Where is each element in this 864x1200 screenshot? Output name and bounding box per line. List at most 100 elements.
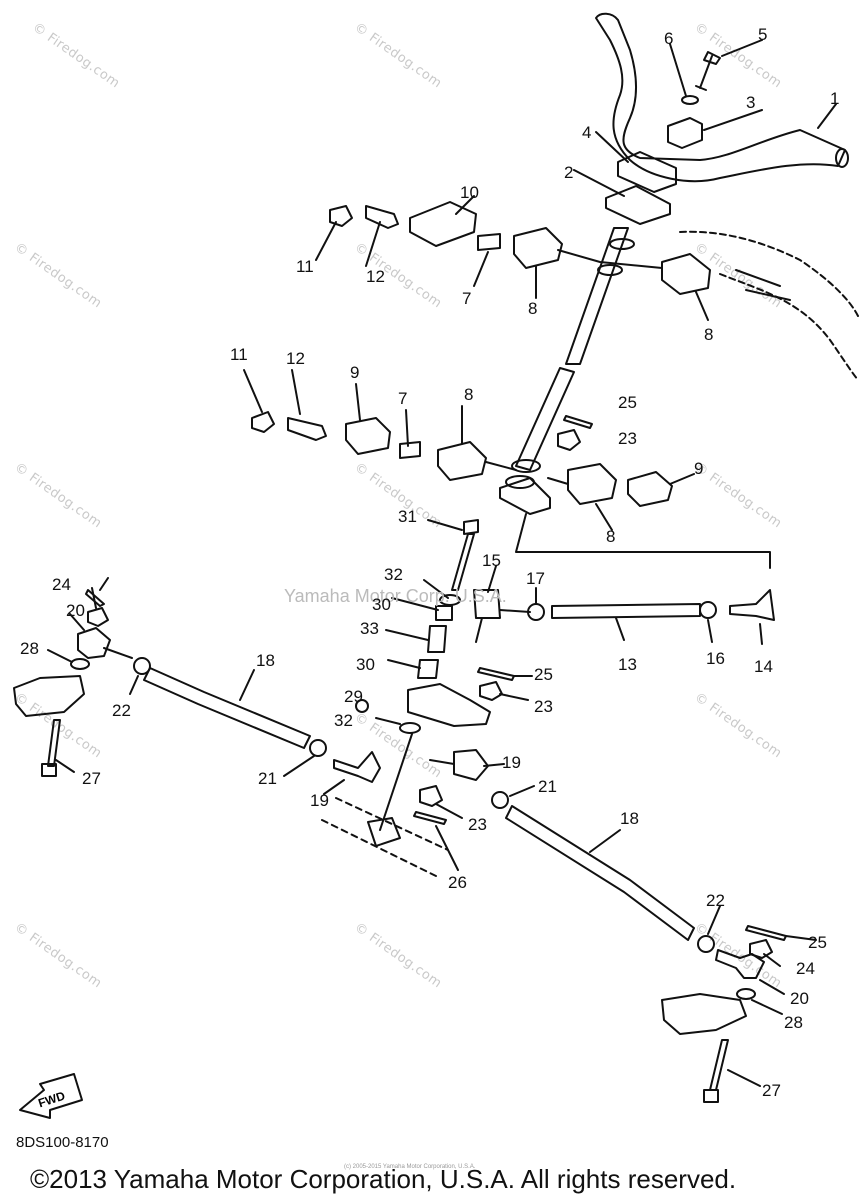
callout-21: 21 [258,769,277,788]
bushing-8-d [567,463,617,505]
nut-24-left [87,607,109,627]
callout-11: 11 [296,257,314,276]
center-watermark: Yamaha Motor Corp. U.S.A. [284,586,507,606]
callout-12: 12 [366,267,385,286]
grease-nipple-29 [355,699,369,713]
callout-2: 2 [564,163,573,182]
callout-28: 28 [784,1013,803,1032]
callout-24: 24 [52,575,71,594]
callout-32: 32 [384,565,403,584]
callout-30: 30 [356,655,375,674]
collar-30-lower [417,659,439,679]
callout-19: 19 [502,753,521,772]
nut-11 [329,205,353,227]
nut-24-right [749,939,773,959]
callout-15: 15 [482,551,501,570]
rod-end-19-left [333,751,381,783]
callout-7: 7 [398,389,407,408]
callout-25: 25 [534,665,553,684]
fwd-arrow [19,1073,83,1119]
callout-30: 30 [372,595,391,614]
steering-column-lower [515,367,575,471]
part-code: 8DS100-8170 [16,1134,109,1151]
holder-10 [409,201,477,247]
pitman-arm [407,683,491,727]
handlebar-end [835,148,849,168]
copyright: ©2013 Yamaha Motor Corporation, U.S.A. A… [30,1164,737,1194]
callout-8: 8 [464,385,473,404]
nut-16 [699,601,717,619]
callout-19: 19 [310,791,329,810]
cotter-pin-25-right [745,925,787,941]
callout-21: 21 [538,777,557,796]
collar-33 [427,625,447,653]
callout-7: 7 [462,289,471,308]
nut-22-right [697,935,715,953]
tie-rod-end-20-right [715,949,765,979]
nut-21-right [491,791,509,809]
callout-20: 20 [790,989,809,1008]
knuckle-right [661,993,747,1035]
ball-joint-15 [473,589,501,643]
column-plate [605,185,671,225]
bolt-27-left [41,719,61,777]
callout-17: 17 [526,569,545,588]
steering-column-upper [565,227,629,365]
callout-5: 5 [758,25,767,44]
callout-23: 23 [468,815,487,834]
callout-9: 9 [694,459,703,478]
callout-25: 25 [618,393,637,412]
callout-3: 3 [746,93,755,112]
nut-23-lower [419,785,443,807]
bolt-31 [451,519,479,591]
tie-rod-18-left [143,667,311,749]
bushing-9-b [627,471,673,507]
nut-23-mid [479,681,503,701]
bolt-5 [695,51,721,91]
callout-25: 25 [808,933,827,952]
callout-8: 8 [606,527,615,546]
lock-washer-12-lower [287,417,327,441]
cotter-pin-25-mid [477,667,515,681]
handlebar-holder-lower [617,151,677,193]
nut-21-left [309,739,327,757]
callout-33: 33 [360,619,379,638]
callout-8: 8 [528,299,537,318]
callout-8: 8 [704,325,713,344]
callout-27: 27 [82,769,101,788]
bushing-8-b [661,253,711,295]
callout-1: 1 [830,89,839,108]
washer-6 [681,95,699,105]
nut-23 [557,429,581,451]
callout-32: 32 [334,711,353,730]
tie-rod-18-right [505,805,695,941]
handlebar [595,12,846,183]
callout-22: 22 [706,891,725,910]
rod-end-19-right [429,749,489,781]
nut-22-left [133,657,151,675]
callout-16: 16 [706,649,725,668]
washer-28-right [736,988,756,1000]
callout-26: 26 [448,873,467,892]
knuckle-left [13,675,85,717]
cotter-pin-25-left [85,589,105,607]
callout-27: 27 [762,1081,781,1100]
collar-30-upper [435,605,453,621]
callout-10: 10 [460,183,479,202]
callout-28: 28 [20,639,39,658]
bushing-8-a [513,227,563,269]
callout-23: 23 [534,697,553,716]
callout-29: 29 [344,687,363,706]
callout-4: 4 [582,123,591,142]
collar-7-lower [399,441,421,459]
callout-24: 24 [796,959,815,978]
callout-14: 14 [754,657,773,676]
handlebar-holder-upper [667,117,703,149]
callout-13: 13 [618,655,637,674]
callout-12: 12 [286,349,305,368]
lock-washer-12 [365,205,399,229]
callout-11: 11 [230,345,248,364]
